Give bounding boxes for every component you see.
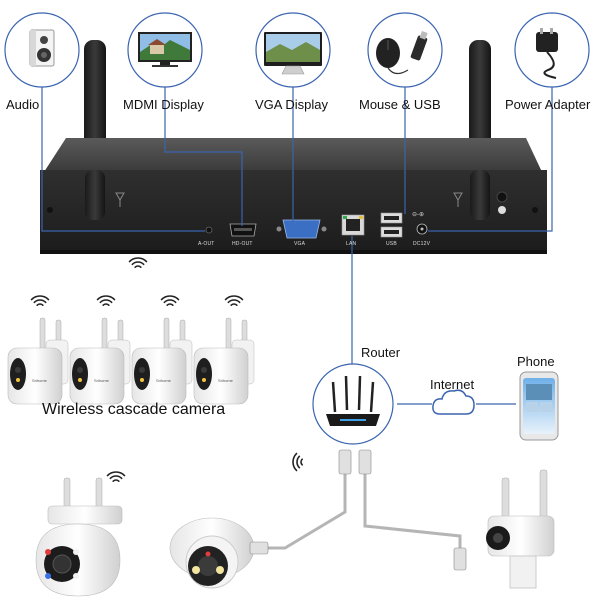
mouse-usb-circle	[367, 12, 443, 88]
wifi-icon-cam4	[224, 295, 244, 306]
svg-text:⊖-⊕: ⊖-⊕	[412, 212, 424, 218]
bullet-camera-3: Srihome	[131, 317, 193, 405]
camera-brand-mark: Srihome	[156, 378, 172, 383]
wireless-cascade-cameras: Srihome Srihome Srihome Srihome	[7, 317, 255, 405]
mouse-icon	[376, 38, 409, 75]
speaker-icon	[29, 29, 55, 67]
port-label-aout: A-OUT	[198, 241, 215, 247]
ptz-camera	[35, 477, 123, 597]
router-icon	[326, 375, 380, 426]
power-adapter-icon	[536, 28, 558, 79]
audio-line	[41, 87, 205, 232]
router-circle	[312, 363, 394, 445]
dc-power-port: ⊖-⊕	[412, 212, 428, 235]
wifi-icon-cam1	[30, 295, 50, 306]
wifi-icon-router	[292, 452, 303, 472]
lan-port	[341, 214, 365, 236]
bullet-camera-4: Srihome	[193, 317, 255, 405]
wifi-icon-ptz	[106, 471, 126, 482]
port-label-usb: USB	[386, 241, 397, 247]
power-adapter-label: Power Adapter	[505, 97, 591, 112]
port-label-hdout: HD-OUT	[232, 241, 253, 247]
hdmi-display-label: MDMI Display	[123, 97, 204, 112]
camera-brand-mark: Srihome	[218, 378, 234, 383]
bullet-camera-right	[486, 469, 555, 589]
port-label-lan: LAN	[346, 241, 357, 247]
wifi-icon-top	[128, 257, 148, 268]
rj45-plugs	[249, 449, 467, 571]
power-adapter-circle	[514, 12, 590, 88]
router-label: Router	[361, 345, 401, 360]
ethernet-cables	[265, 474, 462, 550]
usb-ports	[380, 212, 403, 238]
dome-camera	[169, 517, 255, 589]
vga-display-circle	[255, 12, 331, 88]
hdmi-line	[164, 87, 243, 226]
vga-port	[276, 219, 327, 239]
internet-label: Internet	[430, 377, 475, 392]
audio-label: Audio	[6, 97, 40, 112]
phone-label: Phone	[517, 354, 555, 369]
monitor-icon	[264, 32, 322, 75]
bullet-camera-1: Srihome	[7, 317, 69, 405]
connection-lines	[41, 87, 553, 405]
mouse-usb-label: Mouse & USB	[359, 97, 441, 112]
port-label-vga: VGA	[294, 241, 306, 247]
camera-brand-mark: Srihome	[94, 378, 110, 383]
audio-device-circle	[4, 12, 80, 88]
cloud-icon	[432, 389, 475, 415]
usb-stick-icon	[410, 30, 428, 61]
tv-icon	[138, 32, 192, 67]
phone-icon	[519, 371, 559, 441]
bullet-camera-2: Srihome	[69, 317, 131, 405]
hdout-port	[229, 223, 257, 237]
power-line	[428, 87, 553, 232]
port-label-dc: DC12V	[413, 241, 431, 247]
camera-caption: Wireless cascade camera	[42, 401, 226, 418]
camera-brand-mark: Srihome	[32, 378, 48, 383]
vga-display-label: VGA Display	[255, 97, 328, 112]
wifi-icon-cam2	[96, 295, 116, 306]
aout-port	[205, 226, 213, 234]
hdmi-display-circle	[127, 12, 203, 88]
wifi-signals	[30, 257, 303, 482]
wifi-icon-cam3	[160, 295, 180, 306]
